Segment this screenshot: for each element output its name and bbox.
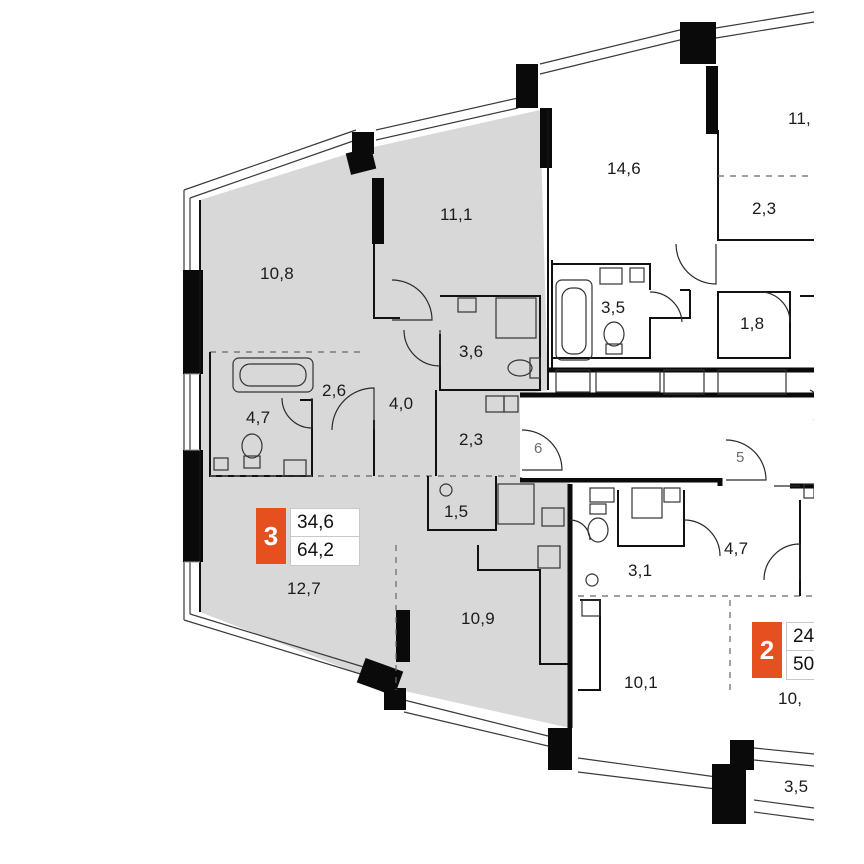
corridor-walls: [520, 367, 814, 728]
room-area-label: 10,: [778, 689, 803, 708]
apartment-3-total-area: 64,2: [297, 540, 334, 561]
apartment-2-room-count-badge[interactable]: 2: [752, 622, 782, 678]
room-area-label: 11,1: [440, 205, 473, 224]
room-area-label: 4,7: [246, 408, 271, 427]
room-area-label: 2,3: [752, 199, 777, 218]
walls-thick: [183, 22, 754, 824]
room-area-label: 1,8: [740, 314, 765, 333]
room-area-label: 3,5: [601, 298, 626, 317]
balcony-outlines: [183, 11, 815, 821]
apartment-3-area[interactable]: [200, 110, 570, 728]
room-area-label: 3,1: [628, 561, 653, 580]
room-area-label: 3,5: [784, 777, 809, 796]
room-area-label: 3,6: [459, 342, 484, 361]
windows: [184, 373, 200, 563]
room-area-label: 14,6: [607, 159, 641, 178]
door-swings: [281, 243, 801, 581]
fixtures: [213, 267, 815, 617]
stair-number-label: 5: [736, 449, 745, 466]
room-area-label: 10,9: [461, 609, 495, 628]
room-area-label: 2,6: [322, 381, 347, 400]
room-area-label: 10,8: [260, 264, 294, 283]
room-area-label: 11,: [788, 109, 811, 128]
room-area-label: 4,0: [389, 394, 414, 413]
apartment-3-area-box[interactable]: 34,6 64,2: [290, 508, 360, 566]
room-area-label: 1,5: [444, 502, 469, 521]
right-edge-mask: [814, 0, 864, 864]
bathtubs: [232, 279, 593, 393]
apartment-2-total-area: 50: [793, 654, 815, 675]
stair-number-label: 6: [534, 440, 543, 457]
room-area-label: 2,3: [459, 430, 484, 449]
corridor: [522, 398, 814, 478]
apartment-3-living-area: 34,6: [291, 509, 359, 537]
room-area-label: 12,7: [287, 579, 321, 598]
apartment-3-room-count-badge[interactable]: 3: [256, 508, 286, 564]
room-area-label: 4,7: [724, 539, 749, 558]
room-area-label: 10,1: [624, 673, 658, 692]
